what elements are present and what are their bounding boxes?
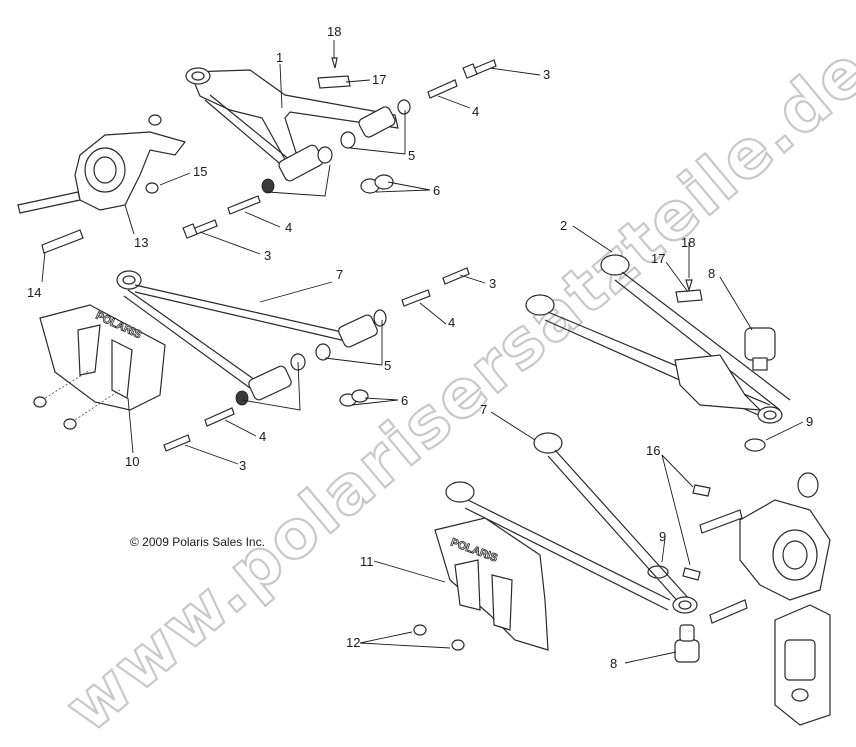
bolt-16-a [692, 484, 711, 497]
callout-3-mid: 3 [264, 248, 271, 263]
callout-18-upper: 18 [327, 24, 341, 39]
callout-1: 1 [276, 50, 283, 65]
callout-9-upper: 9 [806, 414, 813, 429]
callout-8-upper: 8 [708, 266, 715, 281]
callout-18-right: 18 [681, 235, 695, 250]
lower-a-arm-right [445, 432, 698, 614]
callout-12: 12 [346, 635, 360, 650]
leader-lines [41, 40, 804, 664]
snap-ring-9-lower [647, 565, 669, 579]
clip-17-right [675, 289, 703, 303]
skid-plate-right: POLARIS [413, 517, 549, 651]
callout-4-top: 4 [472, 104, 479, 119]
callout-3-lower: 3 [489, 276, 496, 291]
callout-4-mid: 4 [285, 220, 292, 235]
callout-8-lower: 8 [610, 656, 617, 671]
callout-16: 16 [646, 443, 660, 458]
screw-18-upper [331, 57, 338, 69]
callout-3-top: 3 [543, 67, 550, 82]
callout-4-lower: 4 [448, 315, 455, 330]
steering-knuckle-right [699, 472, 831, 624]
callout-4-bottom: 4 [259, 429, 266, 444]
ball-joint-upper-right [744, 327, 776, 371]
callout-7-right: 7 [480, 402, 487, 417]
callout-15: 15 [193, 164, 207, 179]
steering-knuckle-left [17, 131, 187, 254]
callout-3-bottom: 3 [239, 458, 246, 473]
ball-joint-lower-right [674, 624, 700, 663]
brake-caliper [774, 604, 831, 726]
upper-a-arm-right [525, 254, 791, 424]
bushing-set-upper [261, 99, 411, 194]
snap-ring-9-upper [744, 438, 766, 452]
screw-18-right [685, 279, 693, 293]
callout-14: 14 [27, 285, 41, 300]
callout-11: 11 [360, 554, 374, 569]
bolt-16-b [682, 567, 701, 581]
upper-a-arm-front [185, 67, 399, 173]
bushing-set-lower-left [235, 309, 387, 407]
bolts-upper [182, 59, 497, 239]
callout-17-upper: 17 [372, 72, 386, 87]
callouts: 1 18 17 3 4 5 6 15 13 4 3 14 7 3 4 5 6 4… [27, 24, 813, 671]
callout-9-lower: 9 [659, 529, 666, 544]
lower-a-arm-left [116, 270, 356, 389]
clip-17-upper [317, 75, 351, 89]
callout-6-lower: 6 [401, 393, 408, 408]
copyright-notice: © 2009 Polaris Sales Inc. [130, 535, 265, 549]
nuts-upper [145, 114, 394, 194]
bolts-lower-left [163, 267, 470, 452]
callout-2: 2 [560, 218, 567, 233]
callout-7-left: 7 [336, 267, 343, 282]
callout-6-upper: 6 [433, 183, 440, 198]
callout-5-lower: 5 [384, 358, 391, 373]
callout-17-right: 17 [651, 251, 665, 266]
callout-10: 10 [125, 454, 139, 469]
skid-plate-left: POLARIS [33, 304, 166, 430]
callout-5-upper: 5 [408, 148, 415, 163]
callout-13: 13 [134, 235, 148, 250]
